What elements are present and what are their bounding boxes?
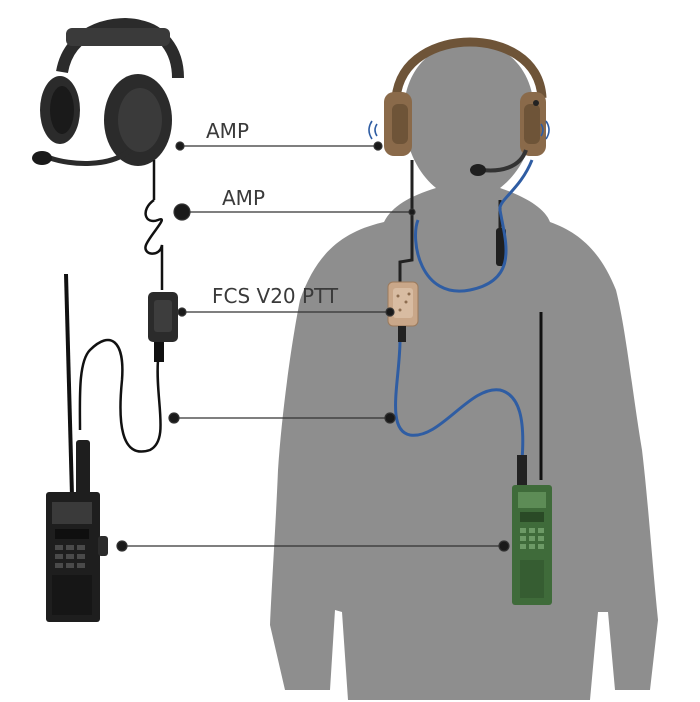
radio-green	[512, 312, 552, 605]
person-silhouette	[270, 42, 658, 700]
headset-tan	[384, 37, 547, 176]
radio-black	[46, 273, 108, 622]
blue-cable	[394, 159, 534, 461]
headset-black	[32, 18, 184, 166]
ptt-unit-black	[148, 292, 178, 362]
leader-lines	[116, 141, 510, 552]
left-black-cable	[78, 160, 164, 453]
label-ptt: FCS V20 PTT	[212, 284, 339, 308]
label-amp-headset: AMP	[206, 119, 249, 143]
ptt-unit-tan	[387, 281, 419, 342]
label-amp-cable: AMP	[222, 186, 265, 210]
sound-wave-icon	[368, 120, 550, 140]
